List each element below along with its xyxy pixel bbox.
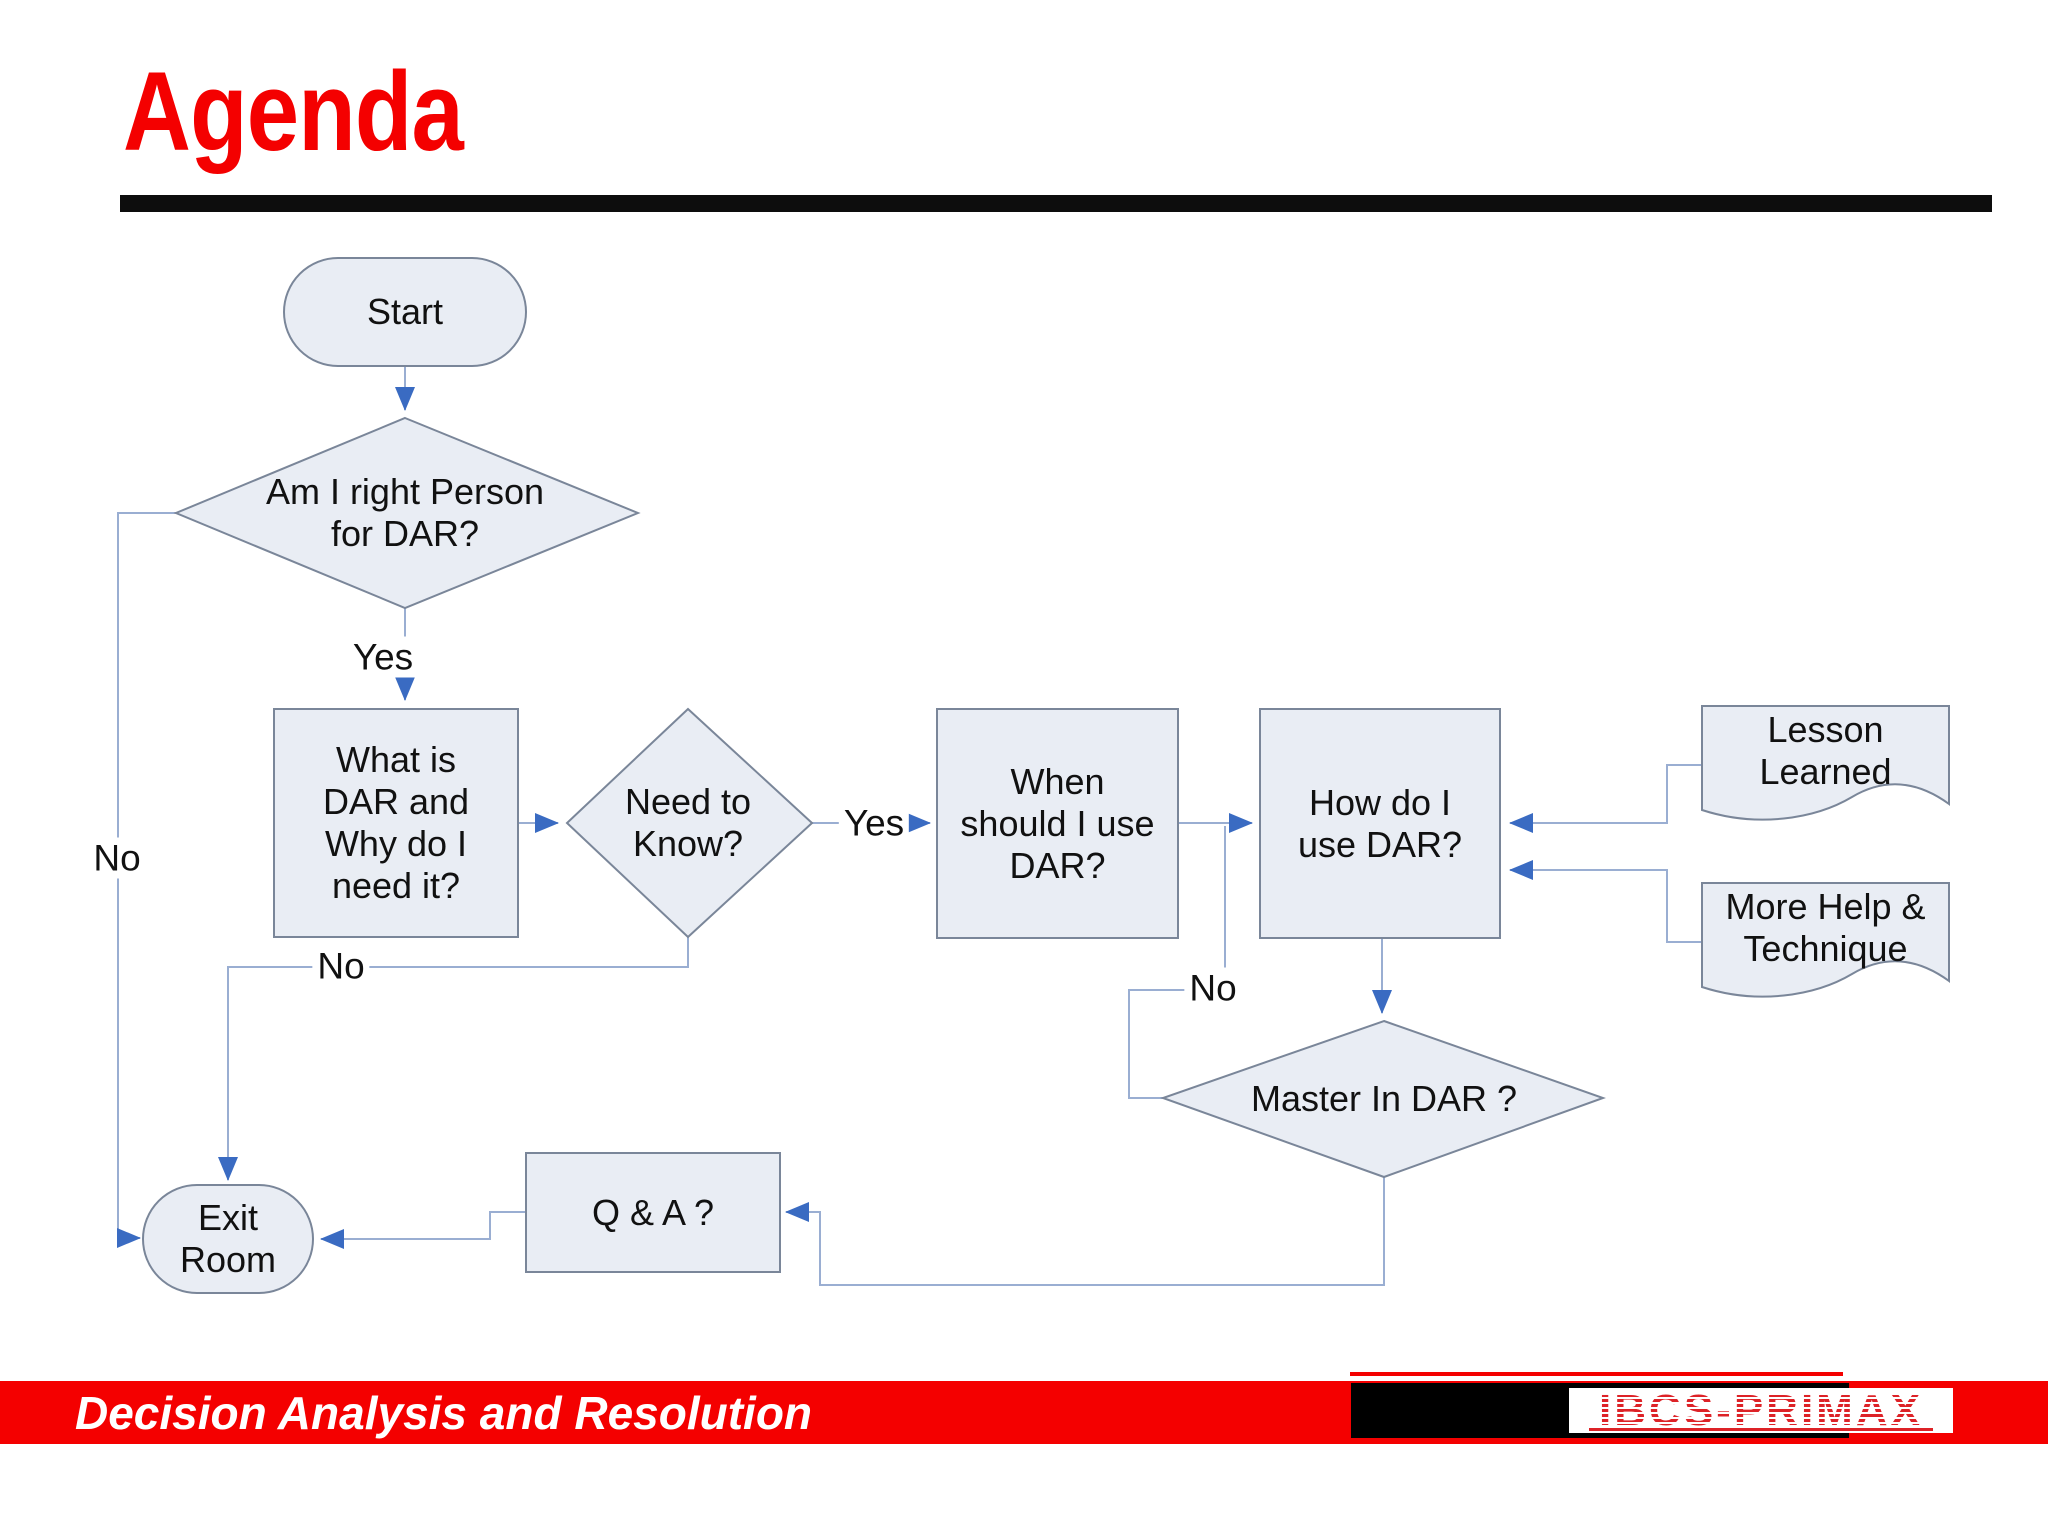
need-to-know-label: Need to Know? <box>624 781 752 864</box>
when-use-dar-label: When should I use DAR? <box>960 760 1155 886</box>
start-node[interactable] <box>283 257 527 367</box>
edge-master-no-loop <box>1128 826 1226 1099</box>
page-title: Agenda <box>123 49 464 174</box>
qa-box[interactable] <box>525 1152 781 1273</box>
footer-caption: Decision Analysis and Resolution <box>75 1386 813 1439</box>
company-logo: IBCS-PRIMAX <box>1569 1388 1953 1433</box>
company-logo-text: IBCS-PRIMAX <box>1599 1385 1923 1435</box>
right-person-label: Am I right Person for DAR? <box>265 471 545 554</box>
edge-master-to-qa <box>785 1177 1385 1286</box>
lesson-learned-document[interactable] <box>1701 705 1950 821</box>
lesson-learned-label: Lesson Learned <box>1759 709 1892 792</box>
exit-room-label: Exit Room <box>179 1197 277 1280</box>
what-is-dar-box[interactable] <box>273 708 519 938</box>
more-help-label: More Help & Technique <box>1725 886 1926 969</box>
exit-room-node[interactable] <box>142 1184 314 1294</box>
how-use-dar-label: How do I use DAR? <box>1297 781 1463 865</box>
when-use-dar-box[interactable] <box>936 708 1179 939</box>
how-use-dar-box[interactable] <box>1259 708 1501 939</box>
no-label-right-person: No <box>88 837 146 879</box>
master-in-dar-decision[interactable] <box>1159 1019 1606 1179</box>
yes-label-right-person: Yes <box>347 636 419 678</box>
need-to-know-decision[interactable] <box>565 707 814 939</box>
no-label-need-to-know: No <box>312 945 370 987</box>
footer-accent-line <box>1350 1372 1843 1376</box>
start-node-label: Start <box>366 291 444 332</box>
what-is-dar-label: What is DAR and Why do I need it? <box>322 739 470 906</box>
qa-label: Q & A ? <box>591 1191 715 1233</box>
edge-needtoknow-no-to-exit <box>218 937 689 1181</box>
yes-label-need-to-know: Yes <box>838 802 910 844</box>
right-person-decision[interactable] <box>173 416 641 610</box>
logo-underline <box>1589 1428 1933 1431</box>
title-underline <box>120 195 1992 212</box>
master-in-dar-label: Master In DAR ? <box>1250 1078 1518 1119</box>
edge-qa-to-exit <box>320 1211 526 1249</box>
edge-lesson-to-howuse <box>1509 764 1702 833</box>
edge-morehelp-to-howuse <box>1509 860 1702 943</box>
no-label-master: No <box>1184 967 1242 1009</box>
more-help-document[interactable] <box>1701 882 1950 998</box>
